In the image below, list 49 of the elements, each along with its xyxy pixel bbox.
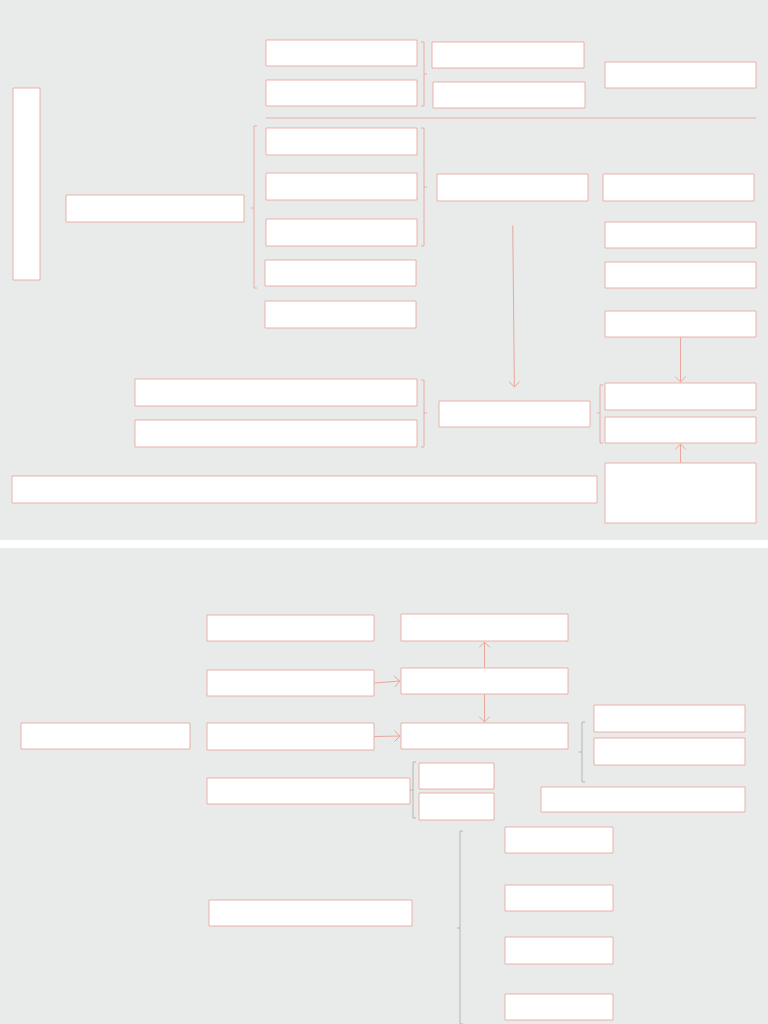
- empty-box: [604, 462, 757, 524]
- empty-box: [504, 993, 614, 1021]
- empty-box: [400, 722, 569, 750]
- empty-box: [418, 792, 495, 821]
- empty-box: [431, 41, 585, 69]
- arrow: [674, 443, 687, 464]
- empty-box: [12, 87, 41, 281]
- empty-box: [11, 475, 598, 504]
- empty-box: [208, 899, 413, 927]
- empty-box: [504, 936, 614, 965]
- arrow: [674, 336, 687, 383]
- empty-box: [134, 378, 418, 407]
- empty-box: [540, 786, 746, 813]
- empty-box: [134, 419, 418, 448]
- empty-box: [265, 172, 418, 201]
- empty-box: [593, 737, 746, 766]
- empty-box: [206, 722, 375, 751]
- empty-box: [20, 722, 191, 750]
- empty-box: [418, 762, 495, 790]
- empty-box: [432, 81, 586, 109]
- arrow: [508, 224, 521, 388]
- empty-box: [400, 667, 569, 695]
- empty-box: [436, 173, 589, 202]
- empty-box: [264, 259, 417, 287]
- empty-box: [265, 79, 418, 107]
- empty-box: [504, 884, 614, 912]
- empty-box: [604, 310, 757, 338]
- empty-box: [206, 614, 375, 642]
- arrow: [373, 675, 401, 688]
- empty-box: [504, 826, 614, 854]
- empty-box: [593, 704, 746, 733]
- empty-box: [400, 613, 569, 642]
- arrow: [478, 693, 491, 723]
- empty-box: [604, 221, 757, 249]
- empty-box: [65, 194, 245, 223]
- empty-box: [438, 400, 591, 428]
- empty-box: [206, 777, 411, 805]
- empty-box: [602, 173, 755, 202]
- arrow: [478, 641, 491, 669]
- empty-box: [604, 416, 757, 444]
- arrow: [373, 730, 401, 742]
- empty-box: [604, 61, 757, 89]
- empty-box: [265, 127, 418, 156]
- empty-box: [604, 261, 757, 289]
- empty-box: [206, 669, 375, 697]
- empty-box: [265, 218, 418, 247]
- empty-box: [604, 382, 757, 411]
- empty-box: [265, 39, 418, 67]
- empty-box: [264, 300, 417, 329]
